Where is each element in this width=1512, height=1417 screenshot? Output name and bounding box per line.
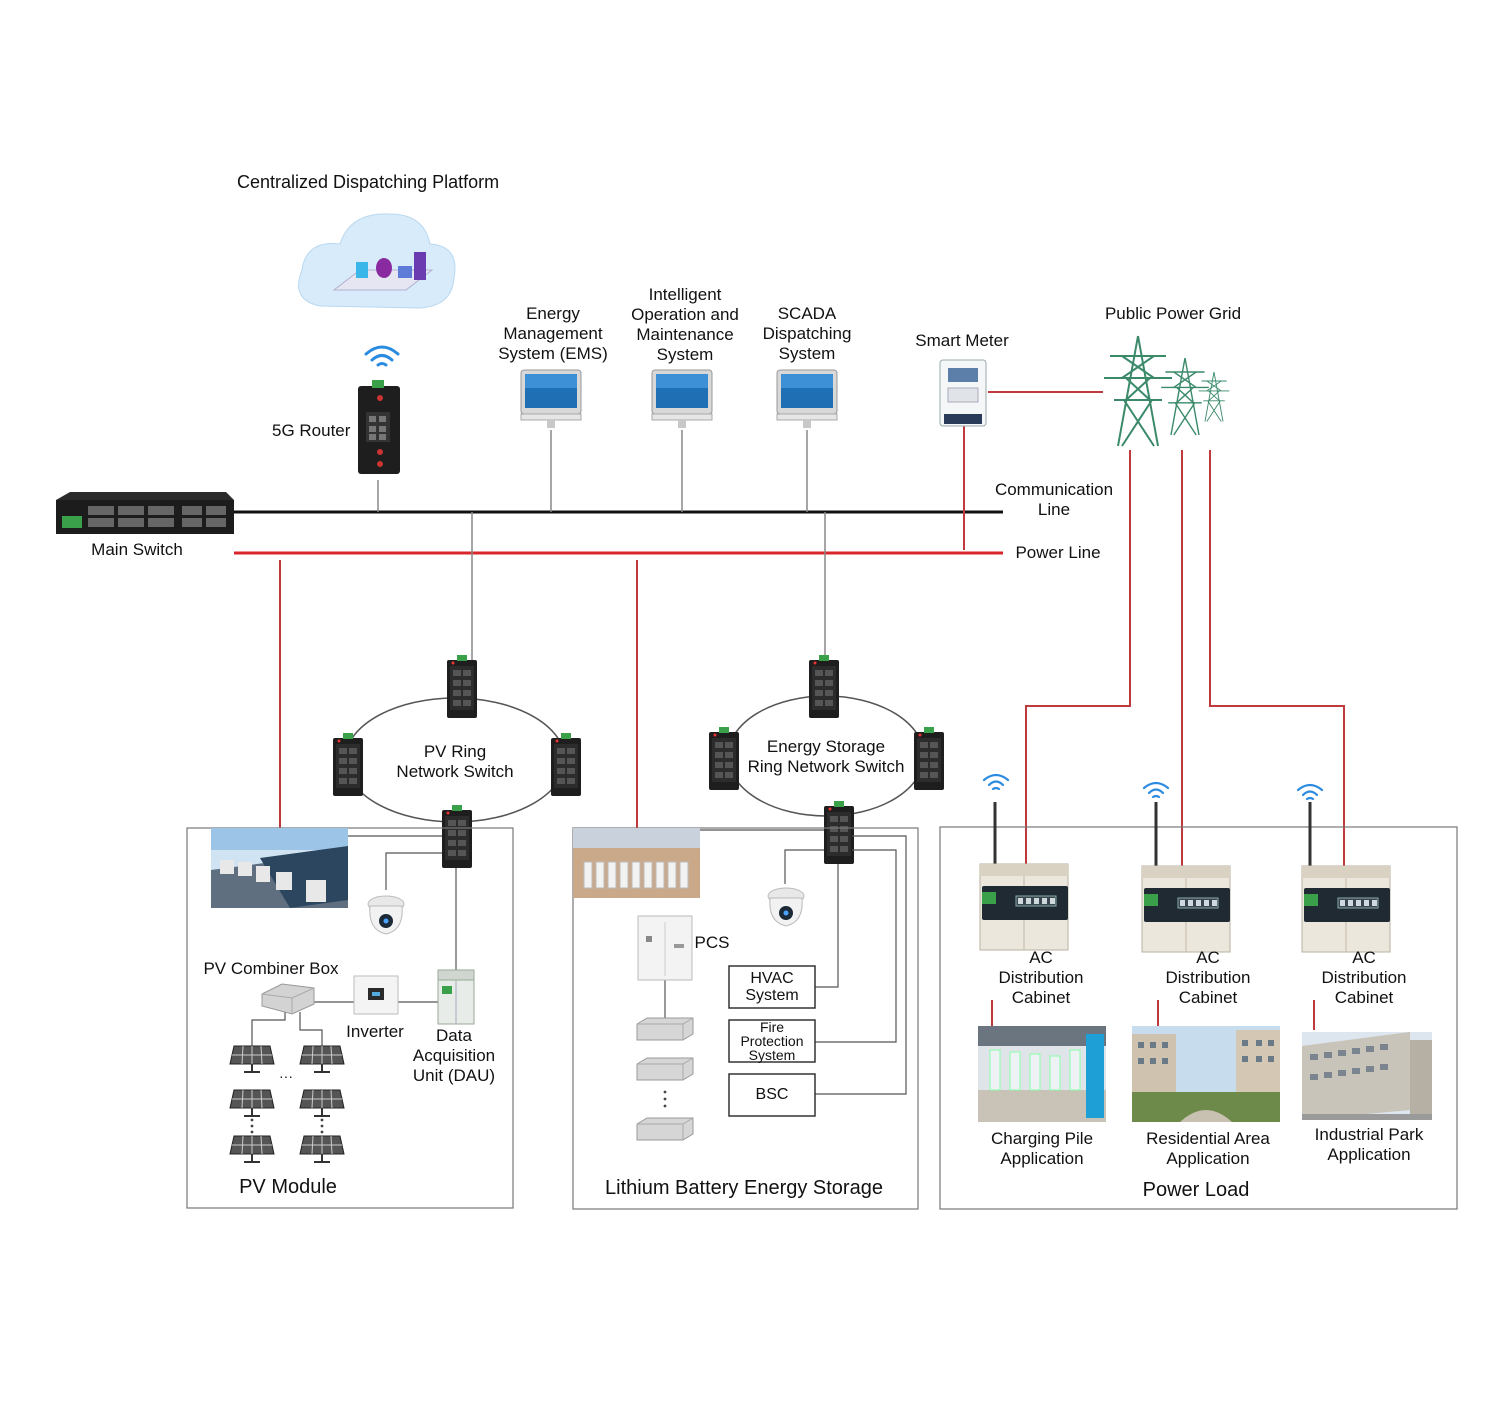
ring-switch-icon bbox=[442, 805, 472, 868]
camera-icon bbox=[767, 887, 805, 927]
public-grid-label: Public Power Grid bbox=[1104, 304, 1242, 323]
combiner-label: PV Combiner Box bbox=[203, 959, 339, 978]
router-icon bbox=[358, 380, 400, 474]
ring-switch-icon bbox=[809, 655, 839, 718]
wifi-icon bbox=[1142, 781, 1170, 799]
bsc-label: BSC bbox=[755, 1086, 789, 1103]
solar-panel-icon bbox=[229, 1045, 275, 1073]
ring-switch-icon bbox=[914, 727, 944, 790]
charging-pile-photo bbox=[978, 1026, 1106, 1122]
smart-meter-icon bbox=[939, 359, 987, 427]
power-tower-icon bbox=[1103, 335, 1173, 447]
storage-box bbox=[572, 827, 919, 1210]
hvac-box bbox=[728, 965, 816, 1009]
power-load-box bbox=[939, 826, 1458, 1210]
platform-title: Centralized Dispatching Platform bbox=[237, 172, 500, 192]
main-switch-label: Main Switch bbox=[91, 540, 183, 559]
pv-module-box bbox=[186, 827, 514, 1209]
fire-protection-box bbox=[728, 1019, 816, 1063]
power-tower-icon bbox=[1198, 371, 1230, 422]
camera-icon bbox=[367, 895, 405, 935]
wifi-icon bbox=[364, 345, 400, 367]
ring-switch-icon bbox=[551, 733, 581, 796]
ring-switch-icon bbox=[333, 733, 363, 796]
bsc-box bbox=[728, 1073, 816, 1117]
combiner-box-icon bbox=[261, 983, 315, 1015]
storage-title: Lithium Battery Energy Storage bbox=[605, 1177, 883, 1199]
inverter-icon bbox=[353, 975, 399, 1015]
panel-dots: ··· bbox=[279, 1068, 293, 1084]
power-links bbox=[279, 391, 1345, 1030]
pcs-cabinet-icon bbox=[637, 915, 693, 981]
battery-module-icon bbox=[636, 1017, 694, 1041]
monitor-icon bbox=[776, 369, 838, 429]
inverter-label: Inverter bbox=[346, 1022, 404, 1041]
monitor-icon bbox=[520, 369, 582, 429]
router-label: 5G Router bbox=[272, 421, 351, 440]
distribution-cabinet-icon bbox=[1141, 865, 1231, 953]
wifi-icon bbox=[982, 773, 1010, 791]
solar-panel-icon bbox=[299, 1135, 345, 1163]
power-tower-icon bbox=[1160, 357, 1210, 436]
solar-panel-icon bbox=[229, 1135, 275, 1163]
smart-meter-label: Smart Meter bbox=[915, 331, 1009, 350]
solar-panel-icon bbox=[229, 1089, 275, 1117]
battery-module-icon bbox=[636, 1057, 694, 1081]
ring-switch-icon bbox=[447, 655, 477, 718]
industrial-park-photo bbox=[1302, 1032, 1432, 1120]
distribution-cabinet-icon bbox=[1301, 865, 1391, 953]
ring-switch-icon bbox=[709, 727, 739, 790]
storage-yard-photo bbox=[573, 828, 700, 898]
dau-cabinet-icon bbox=[437, 969, 475, 1025]
residential-area-photo bbox=[1132, 1026, 1280, 1122]
distribution-cabinet-icon bbox=[979, 863, 1069, 951]
ring-switch-icon bbox=[824, 801, 854, 864]
pv-module-title: PV Module bbox=[239, 1176, 337, 1198]
solar-panel-icon bbox=[299, 1089, 345, 1117]
monitor-icon bbox=[651, 369, 713, 429]
pcs-label: PCS bbox=[694, 933, 730, 952]
comm-drops bbox=[377, 430, 826, 660]
cloud-icon bbox=[298, 213, 456, 309]
wifi-icon bbox=[1296, 783, 1324, 801]
solar-farm-photo bbox=[211, 828, 348, 908]
network-switch-icon bbox=[56, 492, 234, 534]
solar-panel-icon bbox=[299, 1045, 345, 1073]
battery-module-icon bbox=[636, 1117, 694, 1141]
power-load-title: Power Load bbox=[1142, 1179, 1250, 1201]
power-line-label: Power Line bbox=[1015, 543, 1101, 562]
